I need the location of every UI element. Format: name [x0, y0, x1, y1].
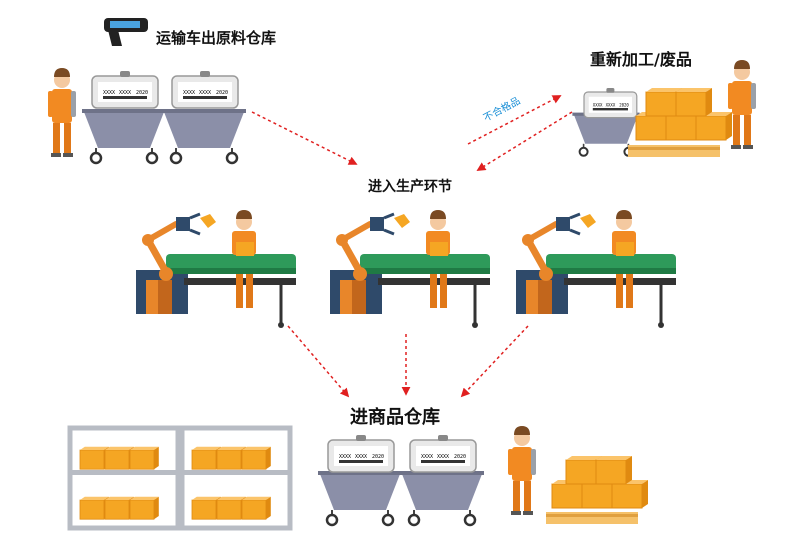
goods-shelf-right	[179, 425, 293, 531]
epaper-label: XXXX XXXX 2020	[171, 70, 239, 109]
material-cart-right	[160, 107, 248, 165]
epaper-label: XXXX XXXX 2020	[91, 70, 159, 109]
warehouse-worker-bottom	[508, 426, 536, 515]
svg-text:2020: 2020	[454, 454, 466, 460]
arrow-material-to-production	[251, 111, 358, 165]
epaper-label: XXXX XXXX 2020	[583, 87, 638, 119]
epaper-label: XXXX XXXX 2020	[409, 434, 477, 473]
goods-cart-right	[398, 469, 486, 527]
svg-text:XXXX: XXXX	[119, 90, 131, 96]
epaper-label: XXXX XXXX 2020	[327, 434, 395, 473]
svg-text:XXXX: XXXX	[421, 454, 433, 460]
rework-label: 重新加工/废品	[590, 50, 692, 69]
arrow-station1-to-warehouse	[287, 325, 350, 398]
flow-arrows	[251, 95, 573, 398]
svg-text:2020: 2020	[136, 90, 148, 96]
material-cart-left	[80, 107, 168, 165]
svg-text:XXXX: XXXX	[183, 90, 195, 96]
goods-shelf-left	[67, 425, 181, 531]
svg-text:XXXX: XXXX	[355, 454, 367, 460]
svg-text:XXXX: XXXX	[339, 454, 351, 460]
warehouse-worker-right	[728, 60, 756, 149]
transport-label: 运输车出原料仓库	[156, 29, 277, 47]
svg-text:2020: 2020	[619, 102, 629, 107]
production-label: 进入生产环节	[368, 179, 452, 195]
arrow-rework-to-production	[476, 111, 573, 171]
production-station-2	[330, 210, 490, 328]
svg-text:XXXX: XXXX	[103, 90, 115, 96]
production-station-1	[136, 210, 296, 328]
svg-text:XXXX: XXXX	[199, 90, 211, 96]
warehouse-label: 进商品仓库	[350, 407, 440, 428]
goods-cart-left	[316, 469, 404, 527]
svg-text:XXXX: XXXX	[593, 102, 603, 107]
svg-text:2020: 2020	[372, 454, 384, 460]
svg-text:2020: 2020	[216, 90, 228, 96]
arrow-defective-to-rework	[467, 95, 562, 145]
rework-box-stack	[628, 87, 733, 157]
production-station-3	[516, 210, 676, 328]
svg-text:XXXX: XXXX	[437, 454, 449, 460]
svg-text:XXXX: XXXX	[606, 102, 616, 107]
warehouse-worker-left	[48, 68, 76, 157]
handheld-scanner-icon	[104, 18, 148, 46]
finished-box-stack	[546, 455, 649, 524]
arrow-station3-to-warehouse	[460, 325, 529, 398]
